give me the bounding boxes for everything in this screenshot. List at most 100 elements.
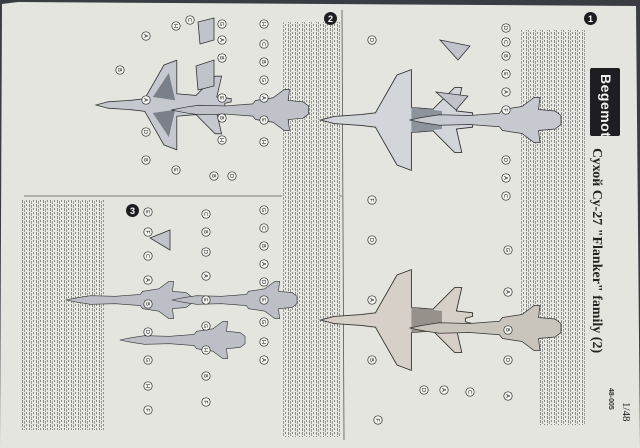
section-number-1: 1 [584, 12, 597, 25]
callout-letter: B [502, 54, 508, 58]
callout-letter: B [260, 244, 266, 248]
callout-letter: D [368, 238, 374, 242]
callout-letter: D [504, 358, 510, 362]
brand-name: Begemot [598, 74, 614, 138]
callout-circle [143, 275, 153, 285]
callout-circle [201, 271, 211, 281]
callout-circle [501, 173, 511, 183]
callout-circle [143, 299, 153, 309]
callout-letter: H [260, 140, 266, 144]
callout-circle [259, 223, 269, 233]
callout-circle [185, 15, 195, 25]
callout-letter: A [440, 388, 446, 392]
callout-circle [143, 251, 153, 261]
callout-circle [201, 345, 211, 355]
callout-letter: F [502, 108, 508, 112]
callout-circle [503, 325, 513, 335]
callout-letter: A [218, 38, 224, 42]
section-number-2: 2 [324, 12, 337, 25]
callout-letter: E [218, 96, 224, 100]
callout-letter: G [144, 358, 150, 362]
callout-letter: G [218, 22, 224, 26]
callout-letter: B [218, 116, 224, 120]
callout-circle [259, 19, 269, 29]
callout-circle [259, 93, 269, 103]
callout-letter: B [218, 56, 224, 60]
callout-circle [201, 295, 211, 305]
callout-circle [503, 391, 513, 401]
brand-logo-box [590, 68, 620, 136]
callout-circle [373, 415, 383, 425]
callout-letter: E [260, 118, 266, 122]
callout-letter: D [142, 130, 148, 134]
aircraft-top-view-3 [95, 59, 232, 151]
callout-letter: B [202, 230, 208, 234]
callout-letter: F [144, 230, 150, 234]
callout-letter: B [116, 68, 122, 72]
callout-circle [227, 171, 237, 181]
callout-letter: F [144, 408, 150, 412]
callout-letter: A [504, 290, 510, 294]
callout-circle [217, 113, 227, 123]
callout-letter: A [142, 34, 148, 38]
callout-letter: D [502, 158, 508, 162]
callout-circle [503, 287, 513, 297]
callout-circle [201, 397, 211, 407]
callout-letter: C [202, 212, 208, 216]
callout-circle [367, 235, 377, 245]
callout-circle [201, 321, 211, 331]
callout-letter: G [260, 320, 266, 324]
callout-circle [115, 65, 125, 75]
callout-letter: A [504, 394, 510, 398]
callout-circle [501, 37, 511, 47]
callout-circle [217, 19, 227, 29]
callout-circle [141, 155, 151, 165]
callout-letter: E [144, 210, 150, 214]
callout-letter: D [260, 280, 266, 284]
text-block-1 [540, 30, 586, 425]
callout-circle [143, 227, 153, 237]
callout-circle [259, 115, 269, 125]
text-block-2 [282, 22, 340, 437]
callout-letter: B [202, 374, 208, 378]
callout-letter: E [172, 168, 178, 172]
callout-circle [367, 295, 377, 305]
callout-letter: G [260, 208, 266, 212]
callout-circle [503, 245, 513, 255]
callout-circle [143, 207, 153, 217]
callout-circle [201, 371, 211, 381]
callout-circle [259, 295, 269, 305]
callout-letter: A [144, 278, 150, 282]
callout-circle [501, 105, 511, 115]
callout-circle [501, 69, 511, 79]
callout-letter: A [260, 96, 266, 100]
callout-letter: D [368, 38, 374, 42]
callout-letter: E [202, 298, 208, 302]
callout-letter: F [202, 400, 208, 404]
callout-circle [209, 171, 219, 181]
callout-circle [501, 191, 511, 201]
callout-letter: C [260, 226, 266, 230]
callout-letter: D [202, 250, 208, 254]
callout-circle [259, 137, 269, 147]
callout-letter: A [142, 98, 148, 102]
callout-circle [143, 327, 153, 337]
section-divider [341, 9, 345, 441]
callout-letter: H [260, 340, 266, 344]
section-number-3: 3 [126, 204, 139, 217]
callout-letter: H [144, 384, 150, 388]
callout-circle [143, 355, 153, 365]
callout-circle [259, 337, 269, 347]
callout-circle [259, 355, 269, 365]
callout-letter: D [420, 388, 426, 392]
callout-circle [439, 385, 449, 395]
callout-circle [217, 53, 227, 63]
text-block-1b [520, 30, 538, 330]
callout-letter: H [202, 348, 208, 352]
callout-circle [501, 23, 511, 33]
callout-letter: E [502, 72, 508, 76]
callout-letter: G [260, 78, 266, 82]
callout-circle [367, 195, 377, 205]
callout-letter: D [502, 26, 508, 30]
